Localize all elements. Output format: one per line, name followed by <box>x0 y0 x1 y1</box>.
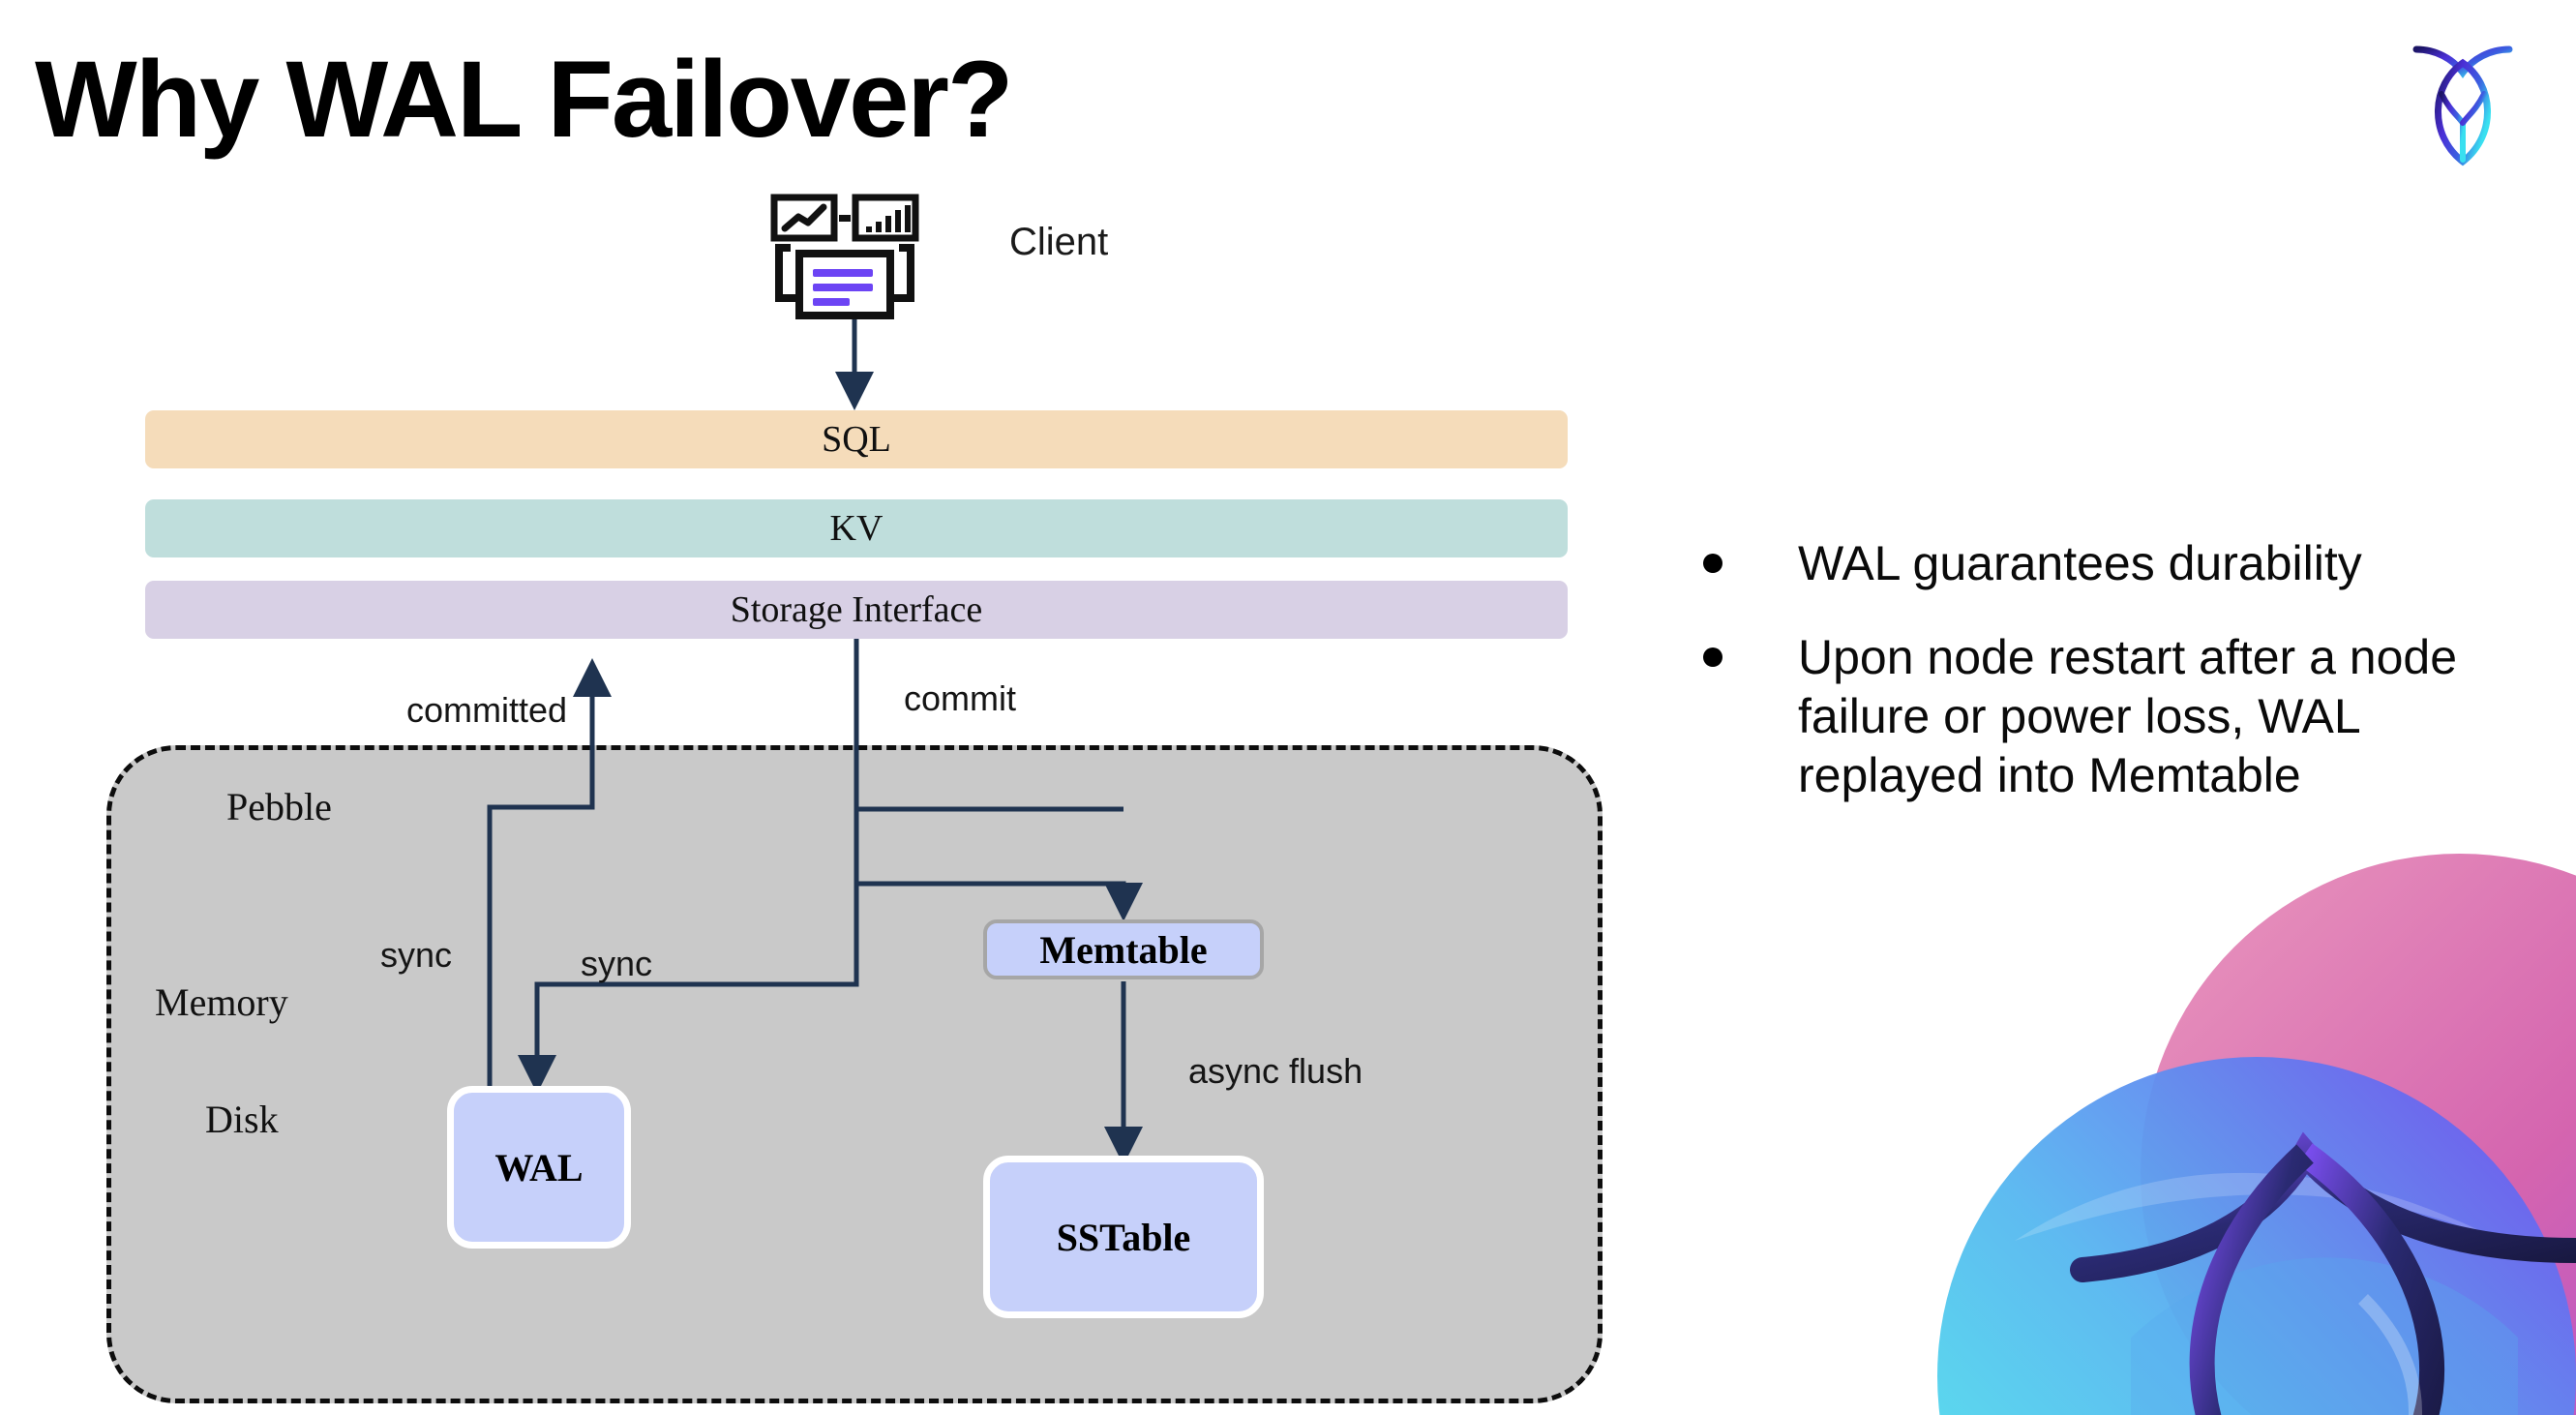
layer-bar-sql: SQL <box>145 410 1568 468</box>
pebble-container <box>106 745 1603 1403</box>
layer-bar-storage-interface: Storage Interface <box>145 581 1568 639</box>
cockroachdb-logo <box>2405 34 2521 179</box>
node-memtable-label: Memtable <box>1039 927 1208 972</box>
node-sstable: SSTable <box>983 1156 1264 1318</box>
page-title: Why WAL Failover? <box>35 39 1013 160</box>
node-memtable: Memtable <box>983 919 1264 979</box>
bullet-text: Upon node restart after a node failure o… <box>1798 630 2458 802</box>
bullet-list: WAL guarantees durability Upon node rest… <box>1703 534 2506 840</box>
decorative-logo-artwork <box>1841 834 2576 1415</box>
edge-label-commit: commit <box>904 678 1016 718</box>
node-sstable-label: SSTable <box>1056 1215 1191 1259</box>
edge-label-committed: committed <box>406 690 568 730</box>
list-item: Upon node restart after a node failure o… <box>1703 628 2506 805</box>
edge-label-sync-1: sync <box>380 935 453 975</box>
node-wal-label: WAL <box>494 1145 584 1189</box>
edge-label-async-flush: async flush <box>1188 1051 1363 1091</box>
edge-label-sync-2: sync <box>581 944 653 983</box>
layer-bar-kv-label: KV <box>829 508 884 549</box>
pebble-label: Pebble <box>226 785 332 828</box>
list-item: WAL guarantees durability <box>1703 534 2506 593</box>
memory-label: Memory <box>155 980 288 1024</box>
bullet-text: WAL guarantees durability <box>1798 536 2362 590</box>
node-wal: WAL <box>447 1086 631 1249</box>
layer-bar-kv: KV <box>145 499 1568 557</box>
bullet-dot-icon <box>1703 647 1722 667</box>
layer-bar-storage-interface-label: Storage Interface <box>730 589 983 630</box>
client-dashboard-icon <box>769 194 924 319</box>
client-label: Client <box>1009 221 1109 263</box>
bullet-dot-icon <box>1703 554 1722 573</box>
layer-bar-sql-label: SQL <box>822 419 891 460</box>
disk-label: Disk <box>205 1098 279 1141</box>
